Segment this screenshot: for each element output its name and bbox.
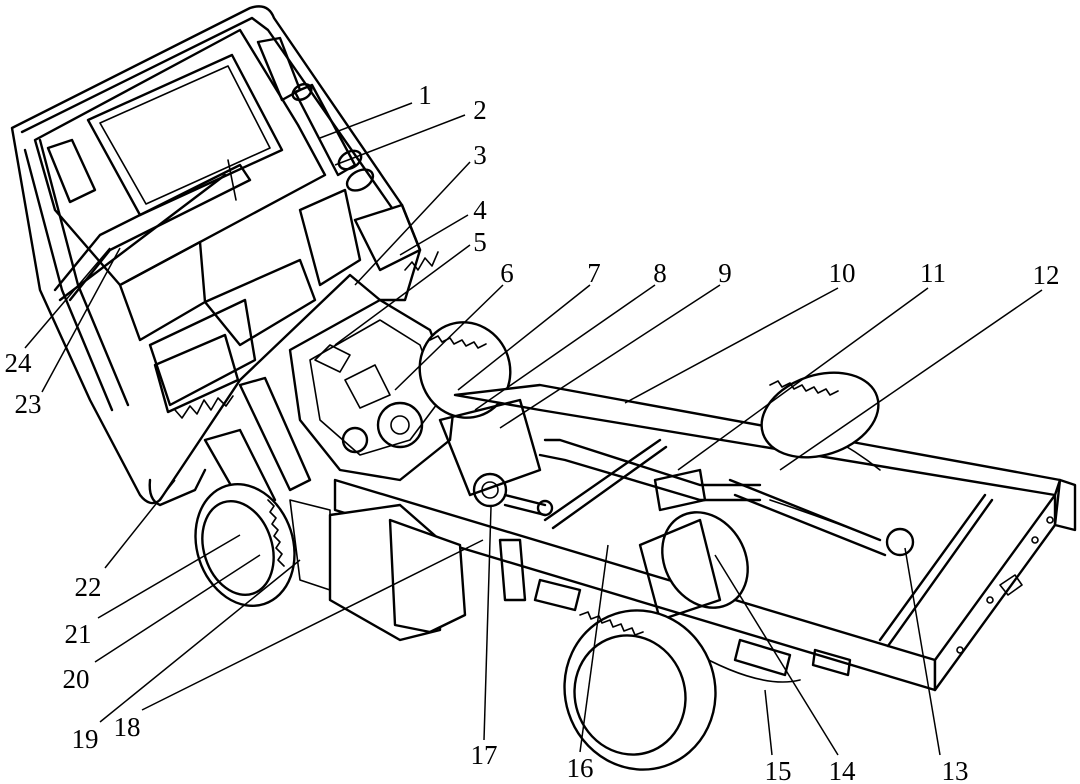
- cab: [10, 5, 439, 507]
- leader-lines: [24, 102, 1043, 756]
- callout-21: 21: [65, 619, 92, 649]
- leader-13: [904, 547, 941, 756]
- leader-2: [334, 114, 466, 166]
- leader-18: [141, 539, 484, 711]
- callout-7: 7: [587, 258, 601, 288]
- callout-1: 1: [418, 80, 432, 110]
- engine: [203, 298, 457, 512]
- callout-20: 20: [63, 664, 90, 694]
- leader-17: [483, 506, 492, 741]
- leader-7: [457, 284, 591, 391]
- leader-6: [394, 284, 504, 391]
- rear-left-wheel: [563, 609, 717, 771]
- leader-15: [764, 689, 773, 756]
- leader-11: [677, 287, 929, 471]
- rear-right-wheel: [760, 371, 880, 459]
- callout-13: 13: [942, 756, 969, 784]
- leader-22: [104, 479, 176, 569]
- leader-24: [24, 247, 111, 349]
- leader-9: [499, 284, 721, 429]
- leader-21: [97, 534, 241, 619]
- front-left-wheel: [194, 482, 296, 608]
- leader-10: [624, 287, 839, 404]
- callout-23: 23: [15, 389, 42, 419]
- leader-14: [714, 554, 839, 756]
- leader-8: [474, 284, 656, 411]
- callout-16: 16: [567, 753, 594, 783]
- callout-4: 4: [473, 195, 487, 225]
- callout-17: 17: [471, 740, 498, 770]
- callout-3: 3: [473, 140, 487, 170]
- leader-19: [99, 559, 301, 723]
- callout-22: 22: [75, 572, 102, 602]
- leader-16: [579, 544, 609, 753]
- front-right-wheel: [418, 321, 512, 419]
- callout-labels: 1 2 3 4 5 6 7 8 9 10 11 12 13 14 15 16 1…: [5, 80, 1060, 784]
- callout-10: 10: [829, 258, 856, 288]
- callout-14: 14: [829, 756, 857, 784]
- callout-5: 5: [473, 227, 487, 257]
- callout-2: 2: [473, 95, 487, 125]
- leader-5: [334, 244, 471, 346]
- leader-1: [319, 102, 413, 139]
- callout-9: 9: [718, 258, 732, 288]
- leader-20: [94, 554, 261, 663]
- callout-12: 12: [1033, 260, 1060, 290]
- leader-23: [41, 247, 121, 393]
- callout-11: 11: [920, 258, 946, 288]
- callout-15: 15: [765, 756, 792, 784]
- callout-19: 19: [72, 724, 99, 754]
- callout-24: 24: [5, 348, 33, 378]
- callout-6: 6: [500, 258, 514, 288]
- callout-8: 8: [653, 258, 667, 288]
- leader-12: [779, 289, 1043, 471]
- leader-3: [354, 161, 471, 286]
- leader-4: [399, 214, 469, 256]
- callout-18: 18: [114, 712, 141, 742]
